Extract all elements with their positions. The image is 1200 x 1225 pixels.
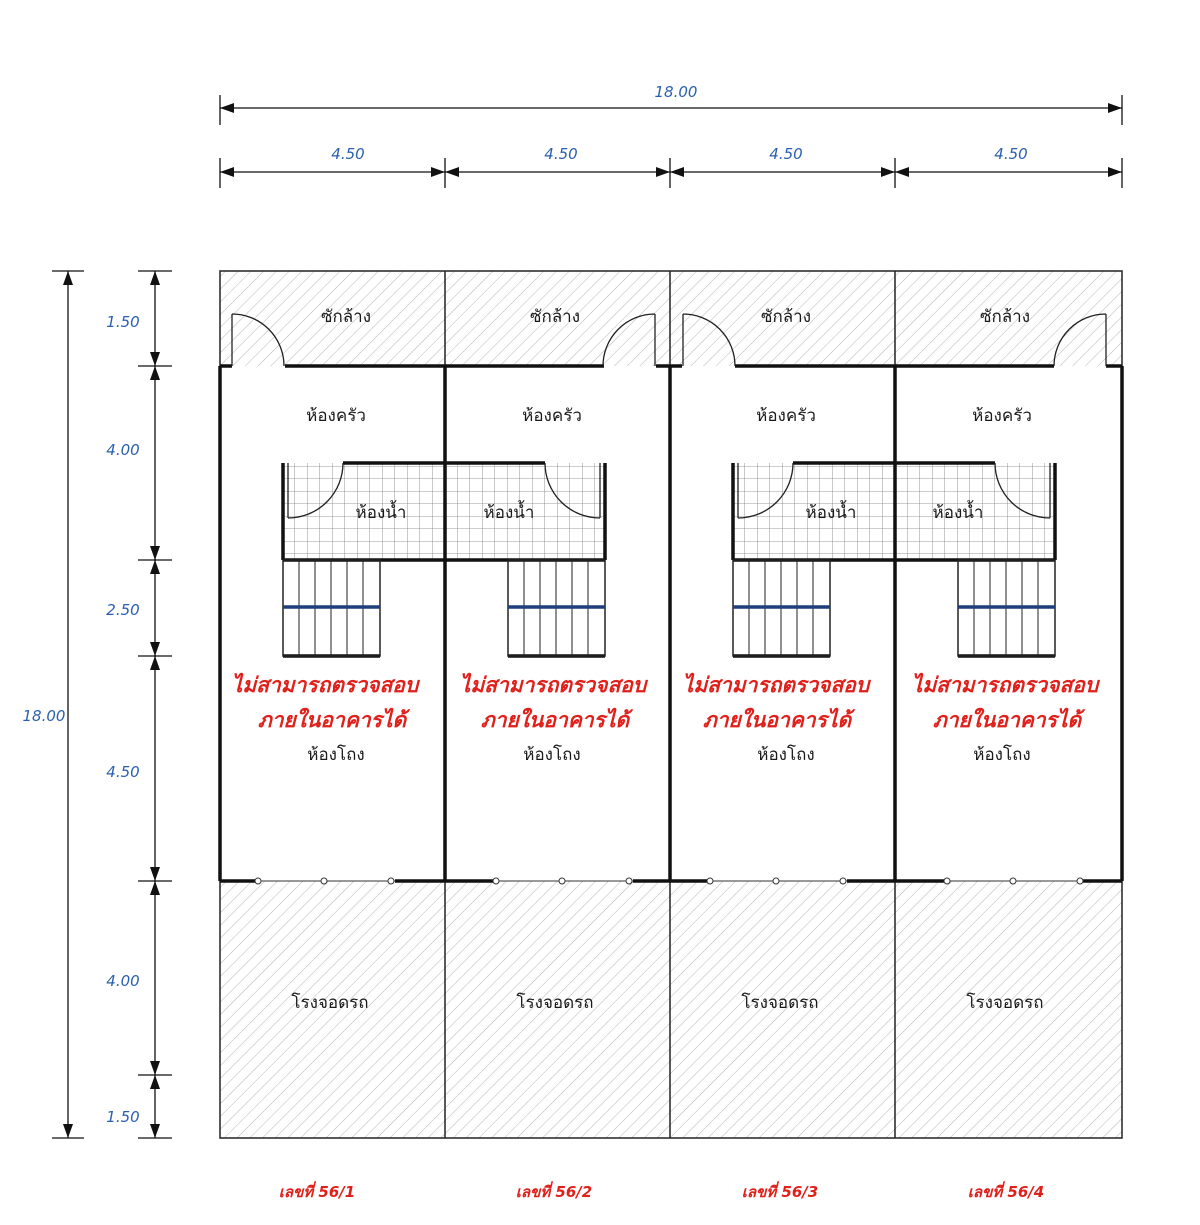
overall-width-dimension: 18.00 [219,83,1123,125]
staircase [282,559,381,657]
living-hall-label: ห้องโถง [307,744,364,765]
staircase [732,559,831,657]
inspection-notice-line2: ภายในอาคารได้ [703,707,856,732]
unit-width-label: 4.50 [331,145,364,163]
overall-width-label: 18.00 [655,83,698,101]
overall-depth-label: 18.00 [23,707,66,725]
unit-width-label: 4.50 [544,145,577,163]
unit-56-2: ซักล้าง ห้องครัว ห้องน้ำ ไม่สามารถตรวจสอ… [460,307,649,1201]
garage-label: โรงจอดรถ [291,992,368,1013]
laundry-label: ซักล้าง [321,307,371,327]
garage-label: โรงจอดรถ [516,992,593,1013]
inspection-notice-line1: ไม่สามารถตรวจสอบ [232,672,421,697]
depth-segment-dimensions: 1.50 4.00 2.50 4.50 4.00 1.50 [106,270,172,1139]
laundry-zone-hatch [220,271,1122,366]
unit-56-4: ซักล้าง ห้องครัว ห้องน้ำ ไม่สามารถตรวจสอ… [912,307,1101,1201]
garage-label: โรงจอดรถ [966,992,1043,1013]
bathroom-label: ห้องน้ำ [484,500,535,523]
inspection-notice-line2: ภายในอาคารได้ [933,707,1086,732]
bathroom-label: ห้องน้ำ [356,500,407,523]
laundry-label: ซักล้าง [980,307,1030,327]
kitchen-label: ห้องครัว [756,406,816,426]
staircase [957,559,1056,657]
sliding-door [254,877,1084,885]
bathroom-label: ห้องน้ำ [806,500,857,523]
unit-width-label: 4.50 [769,145,802,163]
laundry-label: ซักล้าง [761,307,811,327]
laundry-label: ซักล้าง [530,307,580,327]
inspection-notice-line1: ไม่สามารถตรวจสอบ [460,672,649,697]
inspection-notice-line2: ภายในอาคารได้ [481,707,634,732]
inspection-notice-line1: ไม่สามารถตรวจสอบ [912,672,1101,697]
unit-number-label: เลขที่ 56/4 [968,1181,1044,1201]
unit-56-3: ซักล้าง ห้องครัว ห้องน้ำ ไม่สามารถตรวจสอ… [683,307,872,1201]
garage-zone-hatch [220,881,1122,1138]
unit-56-1: ซักล้าง ห้องครัว ห้องน้ำ ไม่สามารถตรวจสอ… [232,307,421,1201]
door-swing [231,313,1107,519]
living-hall-label: ห้องโถง [523,744,580,765]
depth-segment-label: 2.50 [106,601,139,619]
unit-number-label: เลขที่ 56/2 [516,1181,592,1201]
depth-segment-label: 1.50 [106,1108,139,1126]
bathroom-label: ห้องน้ำ [933,500,984,523]
depth-segment-label: 4.50 [106,763,139,781]
unit-number-label: เลขที่ 56/3 [742,1181,818,1201]
inspection-notice-line1: ไม่สามารถตรวจสอบ [683,672,872,697]
overall-depth-dimension: 18.00 [23,270,84,1139]
living-hall-label: ห้องโถง [757,744,814,765]
inspection-notice-line2: ภายในอาคารได้ [258,707,411,732]
depth-segment-label: 4.00 [106,972,139,990]
living-hall-label: ห้องโถง [973,744,1030,765]
depth-segment-label: 4.00 [106,441,139,459]
staircase [507,559,606,657]
depth-segment-label: 1.50 [106,313,139,331]
unit-number-label: เลขที่ 56/1 [279,1181,355,1201]
unit-width-label: 4.50 [994,145,1027,163]
kitchen-label: ห้องครัว [972,406,1032,426]
garage-label: โรงจอดรถ [741,992,818,1013]
interior-walls [218,364,1124,883]
kitchen-label: ห้องครัว [522,406,582,426]
unit-width-dimensions: 4.50 4.50 4.50 4.50 [219,145,1123,188]
kitchen-label: ห้องครัว [306,406,366,426]
